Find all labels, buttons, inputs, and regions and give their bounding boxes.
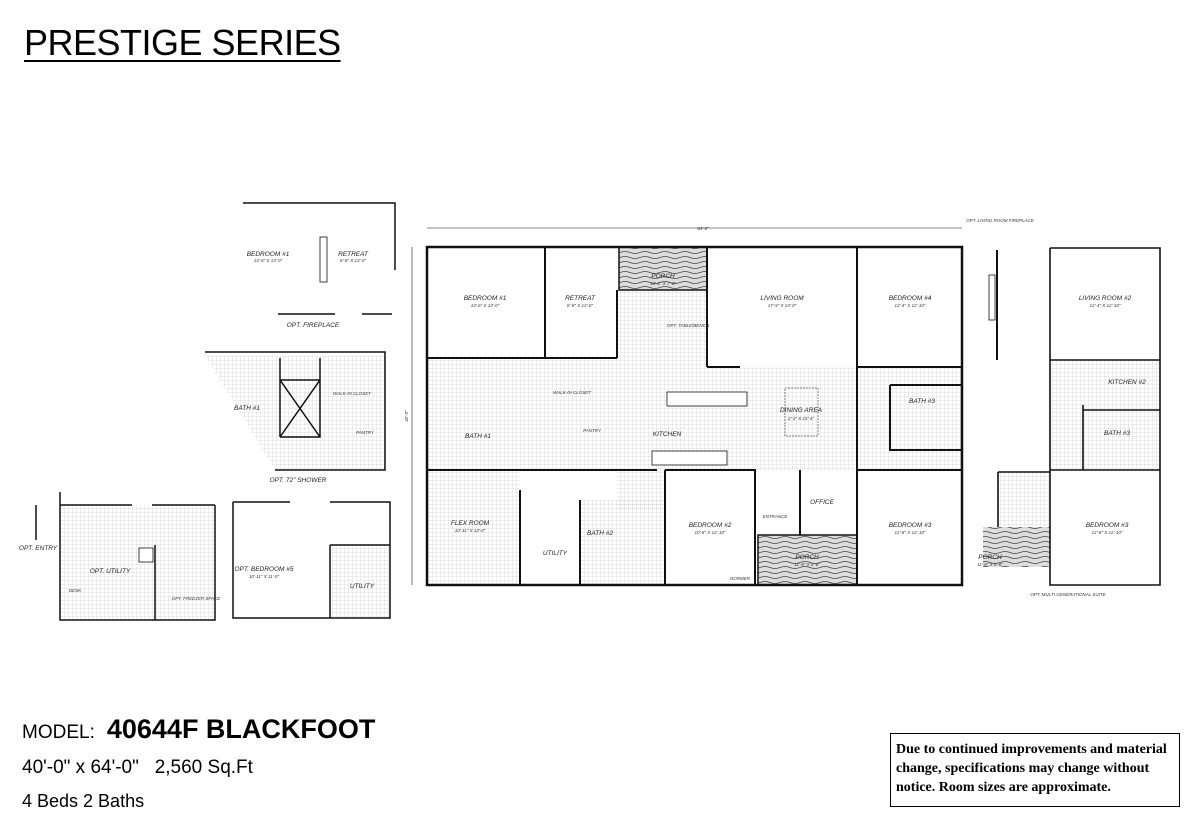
square-footage: 2,560 Sq.Ft [154,757,253,778]
opt-bedroom-1: BEDROOM #1 [247,251,290,258]
room-size: 11'-8" X 5'-6" [794,562,820,567]
room-size: 17'-5" X 13'-0" [768,303,797,308]
room-bedroom-2: BEDROOM #2 [689,522,732,529]
room-living: LIVING ROOM [760,295,804,302]
room-size: 8'-8" X 13'-0" [340,258,366,263]
room-bedroom-1: BEDROOM #1 [464,295,507,302]
room-porch: PORCH [795,554,819,561]
option-bedroom5-plan [232,501,391,619]
opt-shower-caption: OPT. 72" SHOWER [270,477,327,484]
room-size: 8'-8" X 13'-0" [567,303,593,308]
opt-pantry: PANTRY [356,430,375,435]
opt-freezer-space: OPT. FREEZER SPACE [172,596,222,601]
room-size: 11'-8" X 5'-6" [977,562,1003,567]
kitchen-island [666,391,748,407]
room-bedroom-3: BEDROOM #3 [889,522,932,529]
option-fireplace-plan [243,202,396,315]
disclaimer-box: Due to continued improvements and materi… [890,733,1180,807]
series-title: PRESTIGE SERIES [24,22,341,63]
entrance-label: ENTRANCE [763,514,789,519]
suite-living-room-2: LIVING ROOM #2 [1079,295,1132,302]
room-dining: DINING AREA [780,407,822,414]
model-dimensions: 40'-0" x 64'-0" 2,560 Sq.Ft [22,757,375,779]
opt-walk-in-closet: WALK-IN CLOSET [333,391,372,396]
opt-living-room-fireplace: OPT. LIVING ROOM FIREPLACE [966,218,1035,223]
room-size: 10'-2" X 7'-6" [650,281,676,286]
room-kitchen: KITCHEN [653,431,682,438]
opt-suite-caption: OPT. MULTI-GENERATIONAL SUITE [1030,592,1106,597]
opt-bath-1: BATH #1 [234,405,260,412]
room-bath-3: BATH #3 [909,398,935,405]
room-bedroom-4: BEDROOM #4 [889,295,932,302]
room-size: 12'-4" X 12'-10" [1090,303,1121,308]
opt-retreat: RETREAT [338,251,369,258]
room-bath-2: BATH #2 [587,530,613,537]
opt-utility-2: UTILITY [350,583,375,590]
room-size: 13'-6" X 13'-0" [254,258,283,263]
exterior-walls [425,245,964,587]
room-walk-in-closet: WALK-IN CLOSET [553,390,592,395]
dimensions-text: 40'-0" x 64'-0" [22,757,139,778]
model-label: MODEL: [22,722,95,743]
room-size: 10'-8" X 12'-10" [695,530,726,535]
opt-fireplace-caption: OPT. FIREPLACE [287,322,340,329]
opt-bedroom-5: OPT. BEDROOM #5 [235,566,294,573]
room-office: OFFICE [810,499,834,506]
room-flex: FLEX ROOM [451,520,490,527]
opt-table-bench: OPT. TABLE/BENCH [667,323,710,328]
suite-kitchen-2: KITCHEN #2 [1108,379,1146,386]
porch-top-deck [618,246,708,291]
main-plan-labels: 64'-0" 40'-0" BEDROOM #1 13'-6" X 13'-0"… [404,226,935,581]
kitchen-counter [651,450,728,466]
suite-bedroom-3: BEDROOM #3 [1086,522,1129,529]
room-size: 12'-8" X 12'-10" [895,530,926,535]
beds-baths: 4 Beds 2 Baths [22,791,145,811]
room-size: 12'-4" X 12'-10" [895,303,926,308]
room-size: 13'-6" X 13'-0" [471,303,500,308]
dormer-label: DORMER [730,576,751,581]
suite-porch: PORCH [978,554,1002,561]
room-bath-1: BATH #1 [465,433,491,440]
desk-label: DESK [69,588,82,593]
room-size: 12'-8" X 12'-10" [1092,530,1123,535]
room-pantry: PANTRY [583,428,602,433]
room-retreat: RETREAT [565,295,596,302]
option-shower-plan [205,351,386,471]
option-suite-plan [983,247,1161,586]
room-size: 2'-3" X 15'-4" [787,416,814,421]
main-plan [411,227,964,587]
width-dimension: 64'-0" [697,226,709,231]
dining-table [784,387,819,437]
model-info: MODEL: 40644F BLACKFOOT 40'-0" x 64'-0" … [22,714,375,812]
room-porch: PORCH [651,273,675,280]
room-utility: UTILITY [543,550,568,557]
room-size: 10'-11" X 13'-0" [455,528,486,533]
opt-entry: OPT. ENTRY [19,545,58,552]
model-name: 40644F BLACKFOOT [106,714,376,744]
suite-bath-3: BATH #3 [1104,430,1130,437]
option-utility-plan [35,492,216,621]
room-size: 10'-11" X 11'-0" [249,574,280,579]
depth-dimension: 40'-0" [404,410,409,422]
opt-utility: OPT. UTILITY [90,568,131,575]
